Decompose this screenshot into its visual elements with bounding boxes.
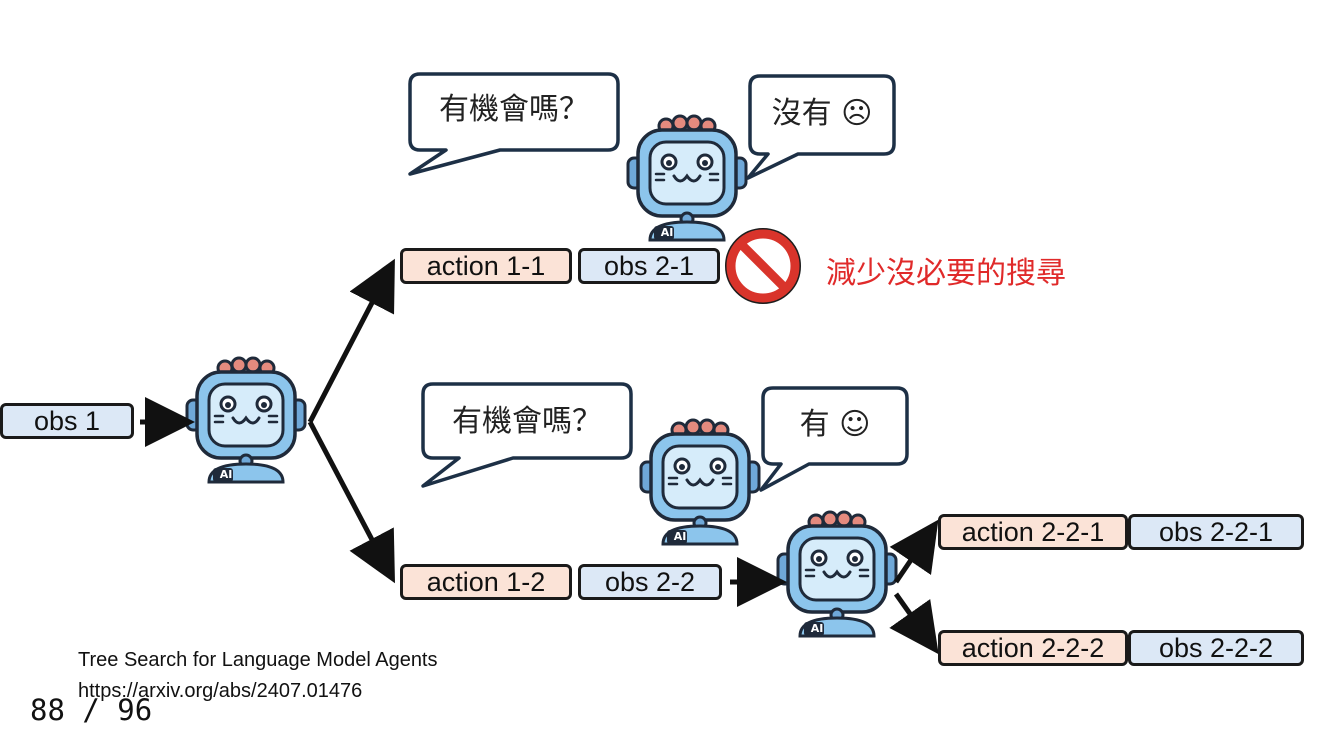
action-1-2-box: action 1-2 [400, 564, 572, 600]
prohibit-icon [725, 228, 801, 304]
speech-bubble-answer-2 [759, 386, 909, 492]
bubble-answer-1-text: 沒有 ☹ [771, 96, 873, 131]
reference-link[interactable]: https://arxiv.org/abs/2407.01476 [78, 680, 363, 702]
obs-2-2-2-box: obs 2-2-2 [1128, 630, 1304, 666]
robot-badge-label: AI [673, 530, 687, 543]
bubble-question-1-text: 有機會嗎？ [439, 92, 589, 127]
arrow-to-action-1-1 [307, 258, 395, 424]
robot-root-icon [185, 356, 307, 484]
bubble-question-2-text: 有機會嗎？ [452, 404, 602, 439]
root-obs-box: obs 1 [0, 403, 134, 439]
speech-bubble-answer-1 [746, 74, 896, 180]
robot-evaluator-1-icon [626, 114, 748, 242]
robot-badge-label: AI [660, 226, 674, 239]
speech-bubble-question-2 [421, 382, 633, 488]
robot-branch-icon [776, 510, 898, 638]
prune-note: 減少沒必要的搜尋 [826, 256, 1066, 291]
action-1-1-box: action 1-1 [400, 248, 572, 284]
page-number: 88 / 96 [30, 693, 153, 727]
obs-2-1-box: obs 2-1 [578, 248, 720, 284]
obs-2-2-box: obs 2-2 [578, 564, 722, 600]
action-2-2-1-box: action 2-2-1 [938, 514, 1128, 550]
bubble-answer-2-text: 有 ☺ [799, 407, 871, 442]
robot-evaluator-2-icon [639, 418, 761, 546]
arrow-to-action-1-2 [307, 420, 395, 584]
obs-2-2-1-box: obs 2-2-1 [1128, 514, 1304, 550]
reference-title: Tree Search for Language Model Agents [78, 649, 438, 671]
robot-badge-label: AI [810, 622, 824, 635]
action-2-2-2-box: action 2-2-2 [938, 630, 1128, 666]
robot-badge-label: AI [219, 468, 233, 481]
arrow-to-action-2-2-1 [889, 519, 939, 584]
speech-bubble-question-1 [408, 72, 620, 176]
arrow-to-action-2-2-2 [889, 592, 939, 655]
